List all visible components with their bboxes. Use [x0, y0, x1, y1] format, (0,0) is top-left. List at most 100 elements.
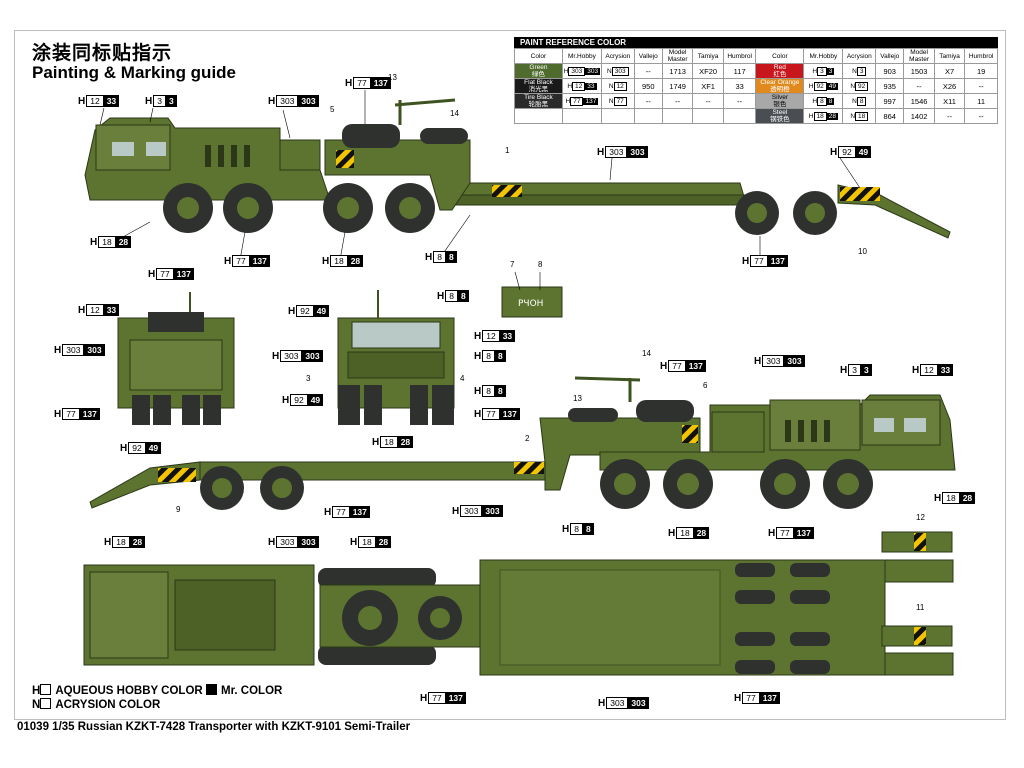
legend-box-icon [40, 698, 52, 709]
part-number: 12 [916, 513, 925, 522]
part-number: 7 [510, 260, 515, 269]
title-english: Painting & Marking guide [32, 63, 237, 82]
side-view-top [84, 98, 951, 239]
part-number: 13 [573, 394, 582, 403]
front-view [117, 292, 235, 425]
legend-mr-label: Mr. COLOR [221, 685, 283, 697]
part-number: 4 [460, 374, 465, 383]
title-chinese: 涂装同标贴指示 [32, 42, 173, 64]
paint-column-header: Model Master [903, 48, 935, 64]
part-number: 14 [450, 109, 459, 118]
legend-n-key: N [32, 699, 41, 711]
legend-aqueous-label: AQUEOUS HOBBY COLOR [55, 685, 203, 697]
paint-table-heading: PAINT REFERENCE COLOR [514, 37, 998, 48]
part-number: 14 [642, 349, 651, 358]
part-number: 3 [306, 374, 311, 383]
part-number: 13 [388, 73, 397, 82]
footer-caption: 01039 1/35 Russian KZKT-7428 Transporter… [17, 721, 411, 733]
side-view-middle [89, 376, 956, 510]
part-number: 6 [703, 381, 708, 390]
paint-humbrol-code: -- [964, 108, 998, 124]
legend-filled-box-icon [206, 684, 217, 695]
part-number: 1 [505, 146, 510, 155]
legend-h-key: H [32, 685, 41, 697]
decal-inset: PЧОН [501, 271, 563, 318]
paint-column-header: Model Master [661, 48, 694, 64]
part-number: 11 [916, 603, 925, 612]
part-number: 9 [176, 505, 181, 514]
part-number: 8 [538, 260, 543, 269]
part-number: 10 [858, 247, 867, 256]
paint-tamiya-code: -- [933, 108, 966, 124]
part-number: 5 [330, 105, 335, 114]
legend-acrysion-label: ACRYSION COLOR [55, 699, 161, 711]
legend-mr: Mr. COLOR [206, 684, 282, 697]
part-number: 2 [525, 434, 530, 443]
rear-view [337, 290, 455, 425]
paint-mm-code: 1402 [903, 108, 935, 124]
top-view [83, 531, 954, 676]
decal-text: PЧОН [518, 299, 543, 309]
legend-acrysion: N ACRYSION COLOR [32, 698, 160, 711]
legend-aqueous: H AQUEOUS HOBBY COLOR [32, 684, 203, 697]
legend-box-icon [40, 684, 52, 695]
